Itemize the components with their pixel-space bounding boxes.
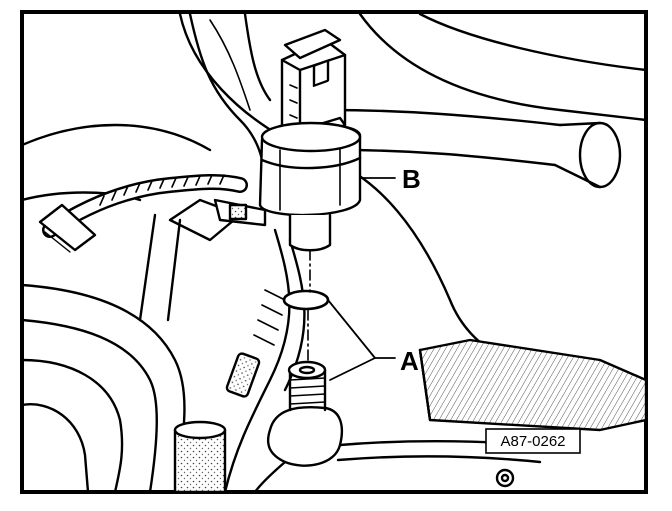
connector-plug-left-detail [44,231,71,253]
wiring-loom-ribs [99,174,225,206]
lower-cylinder-left-top [173,420,227,440]
hose-lower-left-third [22,358,124,492]
hose-upper-left-b [243,12,272,102]
left-bracket-top [22,123,212,152]
cable-sleeve [225,352,261,398]
hose-end-cap [578,121,622,189]
bolt-center [500,473,510,483]
lower-cylinder-left [173,428,227,492]
pressure-switch-b [258,28,362,252]
hose-lower-left-fourth [22,403,90,492]
hood-line [358,12,646,122]
fitting-stub-top [287,360,327,380]
cable-main [223,228,291,492]
bolt-head [495,468,515,488]
hose-lower-left-inner [22,318,158,492]
clip-fastener [228,203,248,221]
hose-highlight [209,19,251,111]
fitting-stub-bore [298,365,316,375]
callout-b: B [402,164,421,194]
fitting-line-right-lower [336,455,542,464]
wiring-loom-fill [44,176,246,236]
cable-wrap-marks [253,289,286,346]
hose-end-cap-rim [553,121,602,189]
bracket-post [138,213,182,322]
connector-plug-left [38,203,97,252]
line-fitting-body [266,406,344,467]
o-ring [282,289,330,311]
lower-right-panel-edge [418,348,432,422]
callout-a: A [400,346,419,376]
reference-code: A87-0262 [500,433,565,450]
upper-panel-line [418,12,646,72]
reference-code-box [485,428,581,454]
leader-line-a-lower [329,357,376,381]
hose-upper-right-bottom [338,148,557,167]
lower-right-panel [418,338,646,432]
hose-upper-right-top [328,108,562,127]
fitting-line-down [253,460,287,492]
fitting-thread [289,377,326,405]
